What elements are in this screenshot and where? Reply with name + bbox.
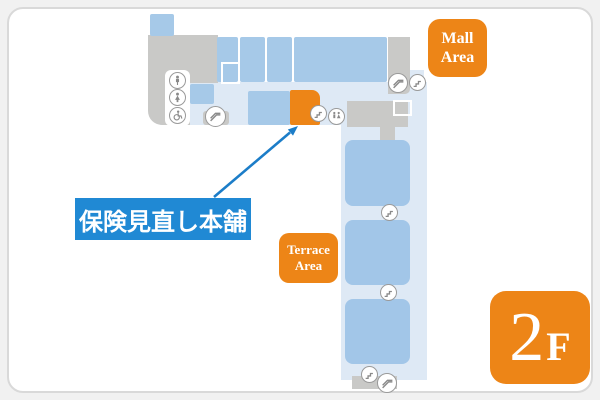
wheelchair-icon [169,107,186,124]
terrace-area-line2: Area [294,258,323,273]
stairs-icon [310,105,327,122]
floor-suffix: F [546,324,571,369]
stairs-icon [381,204,398,221]
store-unit [294,37,387,82]
service-area-junction-tab [380,127,395,144]
store-sub-unit-outline [393,100,412,116]
store-unit [240,37,265,82]
store-unit [267,37,292,82]
store-unit [345,220,410,285]
escalator-icon [377,373,397,393]
mall-area-badge: Mall Area [428,19,487,77]
restroom-icon [328,108,345,125]
floor-number: 2 [509,299,545,376]
shop-name-text: 保険見直し本舗 [79,207,247,236]
stairs-icon [380,284,397,301]
escalator-icon [205,106,226,127]
store-unit [345,140,410,206]
escalator-icon [388,73,408,93]
restroom-female-icon [169,89,186,106]
store-unit [150,14,174,36]
mall-area-line1: Mall [441,29,474,47]
mall-area-line2: Area [440,49,475,66]
store-sub-unit-outline [221,62,240,84]
restroom-male-icon [169,72,186,89]
store-unit [248,91,290,125]
shop-name-label[interactable]: 保険見直し本舗 [75,198,251,240]
terrace-area-badge: Terrace Area [279,233,338,283]
store-unit [345,299,410,364]
terrace-area-line1: Terrace [287,241,330,257]
floor-badge: 2 F [490,291,590,384]
stairs-icon [409,74,426,91]
store-unit [190,84,214,104]
stairs-icon [361,366,378,383]
